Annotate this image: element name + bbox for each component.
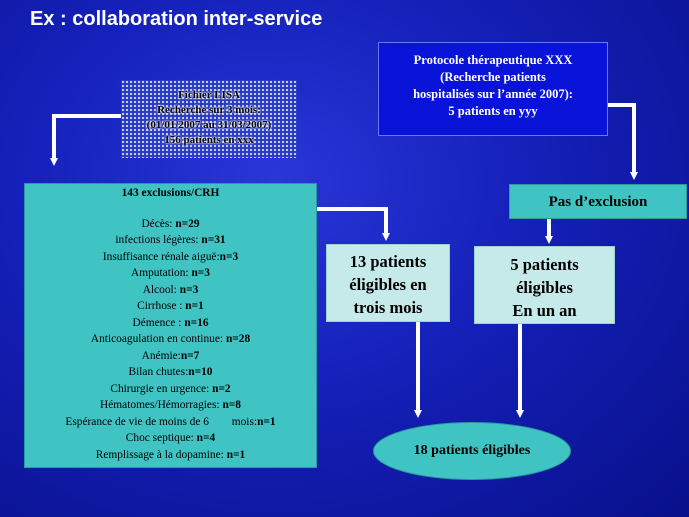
- exclusion-item: Chirurgie en urgence: n=2: [110, 382, 231, 395]
- exclusion-item: Démence : n=16: [132, 316, 209, 329]
- total-eligible-ellipse: 18 patients éligibles: [373, 422, 571, 480]
- slide-title: Ex : collaboration inter-service: [30, 8, 323, 30]
- exclusion-item: Bilan chutes:n=10: [128, 366, 213, 378]
- exclusions-box: 143 exclusions/CRH Décès: n=29 infection…: [24, 183, 317, 468]
- exclusion-item: Choc septique: n=4: [125, 432, 216, 444]
- eligible-1-an-line: En un an: [512, 301, 577, 320]
- exclusion-item: Anémie:n=7: [141, 349, 200, 362]
- exclusion-item: Amputation: n=3: [131, 267, 210, 279]
- fichier-line: (01/01/2007 au 31/03/2007): [146, 119, 272, 131]
- exclusion-item: Cirrhose : n=1: [137, 300, 204, 312]
- eligible-3-mois-line: trois mois: [353, 298, 423, 317]
- arrow-protocole-to-pas-exclusion: [608, 103, 638, 180]
- eligible-1-an-line: 5 patients: [510, 255, 579, 274]
- exclusions-header: 143 exclusions/CRH: [121, 187, 220, 199]
- protocole-line: Protocole thérapeutique XXX: [413, 53, 573, 67]
- eligible-3-mois-box: 13 patients éligibles en trois mois: [326, 244, 450, 322]
- protocole-box: Protocole thérapeutique XXX (Recherche p…: [378, 42, 608, 136]
- eligible-3-mois-line: éligibles en: [349, 275, 427, 294]
- arrow-exclusions-to-13: [317, 207, 390, 241]
- exclusion-item: infections légères: n=31: [115, 234, 226, 246]
- fichier-line: 156 patients en xxx: [164, 134, 254, 146]
- pas-exclusion-box: Pas d’exclusion: [509, 184, 687, 219]
- fichier-lisa-box: Fichier LISA Recherche sur 3 mois: (01/0…: [121, 80, 297, 158]
- fichier-line: Fichier LISA: [178, 89, 240, 101]
- exclusion-item: Hématomes/Hémorragies: n=8: [100, 399, 241, 411]
- arrow-fichier-to-exclusions: [50, 114, 121, 166]
- exclusion-item: Décès: n=29: [141, 217, 200, 230]
- eligible-1-an-line: éligibles: [516, 278, 573, 297]
- eligible-3-mois-line: 13 patients: [349, 252, 427, 271]
- protocole-line: (Recherche patients: [440, 70, 546, 84]
- exclusion-item: Insuffisance rénale aiguë:n=3: [102, 250, 239, 263]
- protocole-line: 5 patients en yyy: [448, 104, 538, 118]
- eligible-1-an-box: 5 patients éligibles En un an: [474, 246, 615, 324]
- fichier-line: Recherche sur 3 mois:: [157, 104, 261, 116]
- exclusion-item: Alcool: n=3: [142, 283, 199, 296]
- exclusion-item: Espérance de vie de moins de 6 mois:n=1: [65, 415, 276, 428]
- exclusion-item: Anticoagulation en continue: n=28: [90, 333, 251, 345]
- protocole-line: hospitalisés sur l’année 2007):: [413, 87, 573, 101]
- exclusion-item: Remplissage à la dopamine: n=1: [95, 448, 246, 461]
